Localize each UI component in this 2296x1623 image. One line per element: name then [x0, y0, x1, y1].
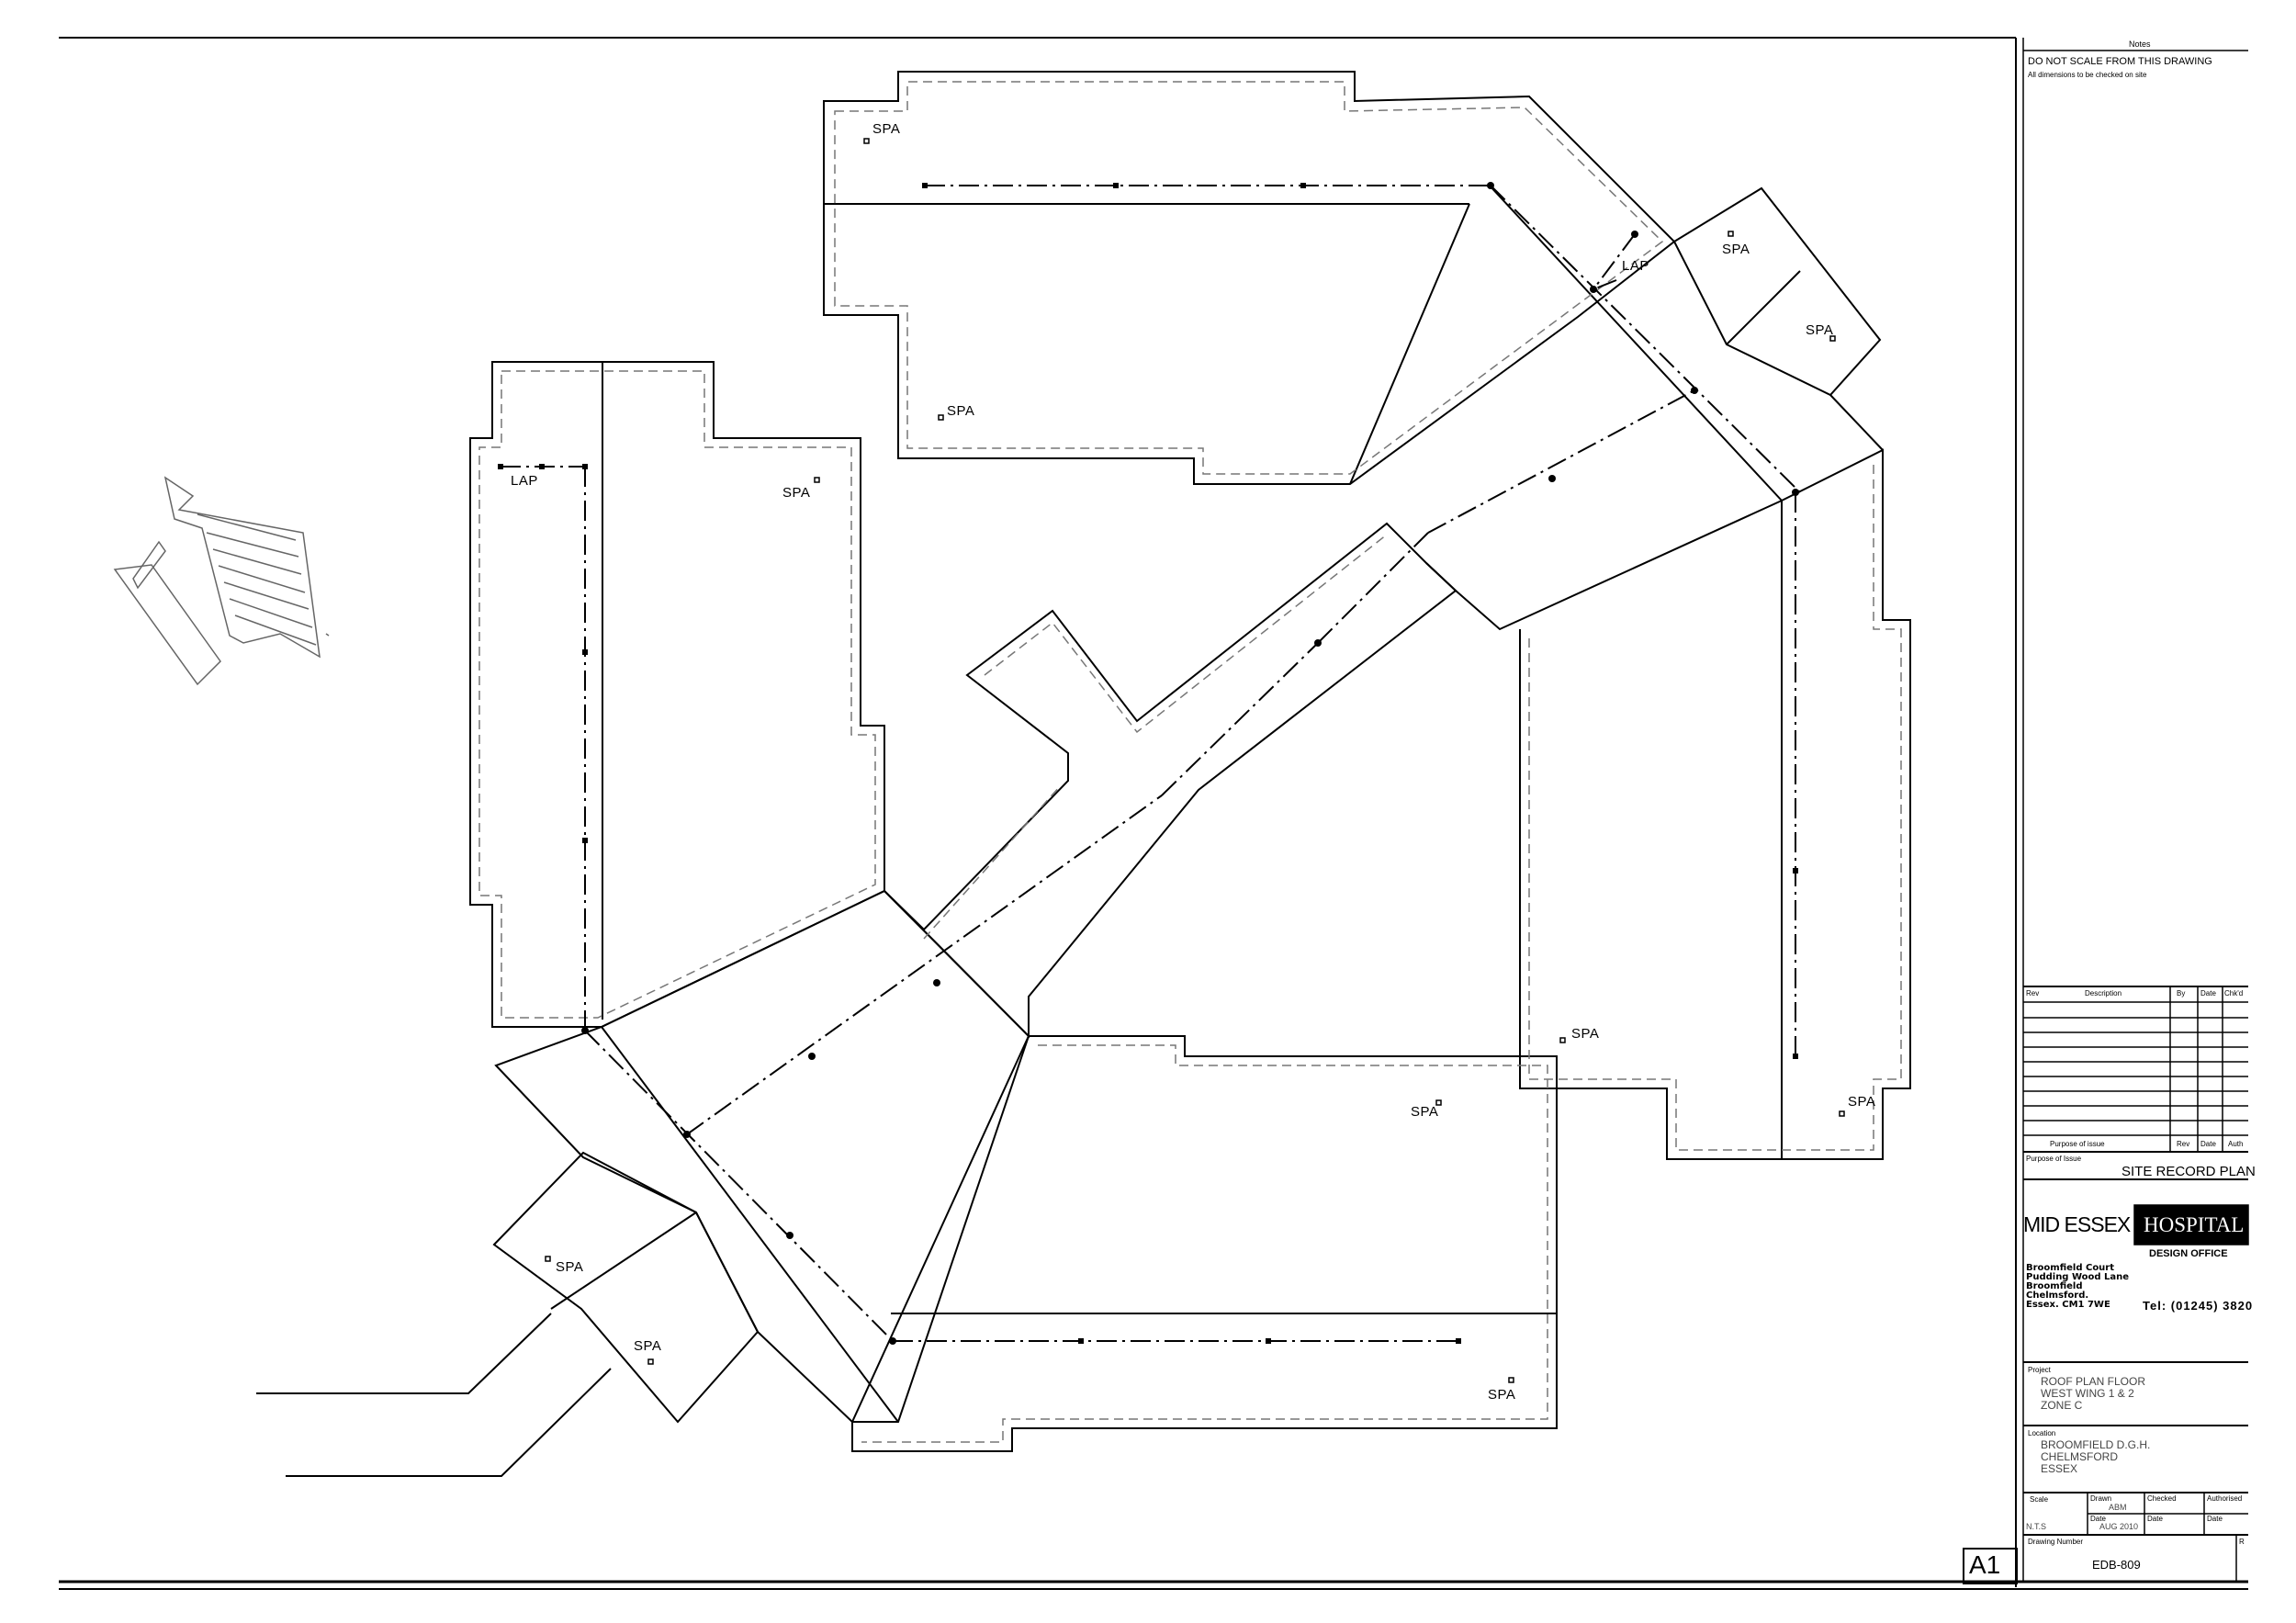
spa-label-9: SPA — [1488, 1387, 1516, 1403]
spa-label-11: SPA — [634, 1338, 662, 1354]
east-wing-outline — [1425, 448, 1911, 1160]
org-badge-text: HOSPITAL — [2144, 1213, 2245, 1236]
location-label: Location — [2028, 1429, 2056, 1437]
project-line-1: ROOF PLAN FLOOR — [2041, 1375, 2146, 1388]
note-check-dimensions: All dimensions to be checked on site — [2028, 71, 2147, 79]
drawn-label: Drawn — [2090, 1494, 2112, 1503]
purpose-of-issue-value: SITE RECORD PLAN — [2122, 1164, 2256, 1179]
address-line-5: Essex. CM1 7WE — [2026, 1300, 2110, 1310]
central-corridor-outline — [884, 522, 1458, 1039]
telephone: Tel: (01245) 3820 — [2143, 1299, 2254, 1313]
spa-label-1: SPA — [872, 121, 901, 137]
date-label-drawn: Date — [2090, 1515, 2106, 1523]
location-line-3: ESSEX — [2041, 1462, 2078, 1475]
spa-label-4: SPA — [1722, 242, 1750, 257]
hatched-feature — [113, 476, 330, 686]
date-value: AUG 2010 — [2099, 1522, 2139, 1531]
ne-small-wing — [1672, 186, 1882, 397]
design-office: DESIGN OFFICE — [2149, 1248, 2228, 1259]
spa-label-3: SPA — [782, 485, 811, 501]
rev-header-by: By — [2177, 989, 2186, 997]
access-road-2 — [286, 1368, 612, 1477]
purpose-row-date: Date — [2200, 1140, 2216, 1148]
address-line-4: Chelmsford. — [2026, 1291, 2089, 1301]
sheet-size-box — [1963, 1548, 2018, 1584]
spa-label-5: SPA — [1806, 322, 1834, 338]
rev-short-label: R — [2239, 1538, 2245, 1546]
purpose-row-auth: Auth — [2228, 1140, 2244, 1148]
spa-label-7: SPA — [1848, 1094, 1876, 1110]
project-label: Project — [2028, 1366, 2051, 1374]
access-road-1 — [256, 1313, 552, 1394]
sheet-size: A1 — [1969, 1550, 2001, 1579]
org-name: MID ESSEX — [2023, 1212, 2131, 1236]
rev-header-description: Description — [2085, 989, 2122, 997]
notes-heading: Notes — [2129, 39, 2151, 49]
authorised-label: Authorised — [2207, 1494, 2243, 1503]
spa-label-10: SPA — [556, 1259, 584, 1275]
address-line-3: Broomfield — [2026, 1281, 2083, 1291]
scale-label: Scale — [2030, 1495, 2049, 1504]
spa-label-2: SPA — [947, 403, 975, 419]
spa-label-8: SPA — [1411, 1104, 1439, 1120]
drawing-number-value: EDB-809 — [2092, 1558, 2141, 1572]
checked-label: Checked — [2147, 1494, 2177, 1503]
south-wing-outline — [851, 1035, 1558, 1452]
lap-label-2: LAP — [1622, 258, 1649, 274]
rev-header-rev: Rev — [2026, 989, 2040, 997]
note-do-not-scale: DO NOT SCALE FROM THIS DRAWING — [2028, 56, 2212, 67]
purpose-of-issue-label: Purpose of Issue — [2026, 1155, 2082, 1163]
sw-small-wing — [492, 1151, 760, 1424]
central-hub-outline — [494, 889, 1030, 1423]
drawn-value: ABM — [2109, 1503, 2127, 1512]
scale-value: N.T.S — [2026, 1522, 2047, 1531]
rev-header-chkd: Chk'd — [2224, 989, 2244, 997]
purpose-row-purpose: Purpose of issue — [2050, 1140, 2105, 1148]
hospital-badge-box — [2133, 1204, 2249, 1245]
date-label-authorised: Date — [2207, 1515, 2223, 1523]
address-line-1: Broomfield Court — [2026, 1263, 2115, 1273]
project-line-3: ZONE C — [2041, 1399, 2083, 1412]
purpose-row-rev: Rev — [2177, 1140, 2190, 1148]
drawing-number-label: Drawing Number — [2028, 1538, 2084, 1546]
project-line-2: WEST WING 1 & 2 — [2041, 1387, 2134, 1400]
north-left-wing-outline — [823, 71, 1676, 485]
date-label-checked: Date — [2147, 1515, 2163, 1523]
spa-label-6: SPA — [1571, 1026, 1600, 1042]
address-line-2: Pudding Wood Lane — [2026, 1272, 2130, 1282]
lap-label-1: LAP — [511, 473, 538, 489]
rev-header-date: Date — [2200, 989, 2216, 997]
west-wing-outline — [469, 361, 885, 1028]
location-line-1: BROOMFIELD D.G.H. — [2041, 1438, 2151, 1451]
location-line-2: CHELMSFORD — [2041, 1450, 2119, 1463]
